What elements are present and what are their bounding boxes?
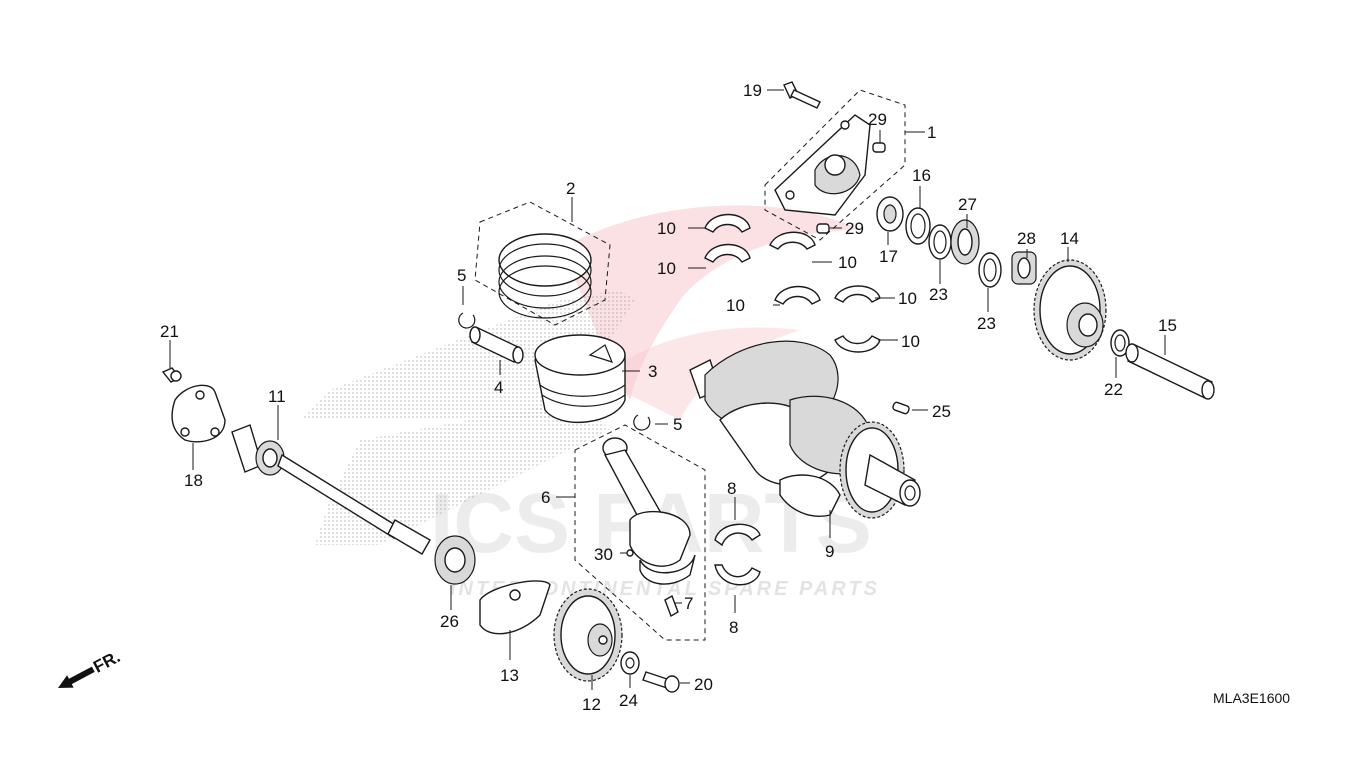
callout-29-upper: 29 bbox=[868, 110, 887, 129]
shaft-11 bbox=[231, 424, 431, 555]
callout-numbers: 1 2 3 4 5 5 6 7 8 8 9 10 10 10 10 10 10 … bbox=[160, 81, 1177, 714]
callout-8-upper: 8 bbox=[727, 479, 736, 498]
bearing-10-b bbox=[704, 243, 751, 263]
callout-19: 19 bbox=[743, 81, 762, 100]
washer-23-b bbox=[978, 252, 1002, 288]
shaft-15 bbox=[1125, 343, 1215, 400]
callout-15: 15 bbox=[1158, 316, 1177, 335]
front-arrow-icon bbox=[58, 666, 95, 688]
piston-pin bbox=[469, 326, 524, 364]
callout-10-e: 10 bbox=[898, 289, 917, 308]
gasket-18 bbox=[171, 384, 226, 443]
callout-23-b: 23 bbox=[977, 314, 996, 333]
main-bearing-8-lower bbox=[714, 564, 761, 586]
callout-14: 14 bbox=[1060, 229, 1079, 248]
callout-10-d: 10 bbox=[726, 296, 745, 315]
plate-13 bbox=[479, 580, 551, 635]
callout-25: 25 bbox=[932, 402, 951, 421]
callout-10-f: 10 bbox=[901, 332, 920, 351]
dowel-pin-29-lower bbox=[816, 223, 830, 234]
callout-11: 11 bbox=[268, 387, 286, 406]
watermark-tagline: INTERCONTINENTAL SPARE PARTS bbox=[450, 578, 880, 600]
callout-18: 18 bbox=[184, 471, 203, 490]
bearing-10-e bbox=[834, 285, 881, 303]
piston-pin-clip-lower bbox=[633, 414, 651, 431]
callout-10-a: 10 bbox=[657, 219, 676, 238]
washer-23-a bbox=[928, 224, 952, 260]
dowel-pin-29-upper bbox=[872, 142, 886, 153]
callout-4: 4 bbox=[494, 378, 503, 397]
callout-26: 26 bbox=[440, 612, 459, 631]
callout-10-b: 10 bbox=[657, 259, 676, 278]
callout-8-lower: 8 bbox=[729, 618, 738, 637]
callout-7: 7 bbox=[684, 594, 693, 613]
bolt-21 bbox=[161, 367, 182, 383]
gear-14 bbox=[1033, 259, 1107, 361]
bearing-10-d bbox=[774, 285, 821, 305]
callout-27: 27 bbox=[958, 195, 977, 214]
callout-28: 28 bbox=[1017, 229, 1036, 248]
piston-pin-clip-upper bbox=[458, 312, 476, 329]
callout-12: 12 bbox=[582, 695, 601, 714]
callout-24: 24 bbox=[619, 691, 638, 710]
front-marker: FR. bbox=[58, 647, 123, 688]
bolt-19 bbox=[783, 81, 821, 109]
washer-16 bbox=[905, 207, 931, 245]
callout-21: 21 bbox=[160, 322, 179, 341]
callout-13: 13 bbox=[500, 666, 519, 685]
needle-bearing-28 bbox=[1011, 251, 1037, 285]
callout-3: 3 bbox=[648, 362, 657, 381]
diagram-code: MLA3E1600 bbox=[1213, 690, 1290, 706]
piston-ring-set bbox=[474, 201, 611, 326]
callout-20: 20 bbox=[694, 675, 713, 694]
callout-23-a: 23 bbox=[929, 285, 948, 304]
gear-12 bbox=[553, 588, 623, 682]
callout-1: 1 bbox=[927, 123, 936, 142]
dotted-trail-lower bbox=[315, 400, 610, 545]
callout-22: 22 bbox=[1104, 380, 1123, 399]
front-marker-label: FR. bbox=[90, 647, 123, 677]
callout-5-upper: 5 bbox=[457, 266, 466, 285]
bearing-10-f bbox=[834, 335, 881, 353]
callout-17: 17 bbox=[879, 247, 898, 266]
connecting-rod bbox=[574, 424, 706, 641]
callout-16: 16 bbox=[912, 166, 931, 185]
callout-6: 6 bbox=[541, 488, 550, 507]
callout-9: 9 bbox=[825, 542, 834, 561]
piston bbox=[534, 334, 626, 423]
bearing-26 bbox=[434, 535, 476, 585]
watermark-swoosh-icon bbox=[560, 205, 860, 400]
callout-30: 30 bbox=[594, 545, 613, 564]
leader-lines bbox=[169, 89, 1166, 690]
callout-5-lower: 5 bbox=[673, 415, 682, 434]
bearing-10-a bbox=[704, 213, 751, 233]
key-25 bbox=[892, 401, 910, 415]
bolt-20 bbox=[642, 671, 680, 693]
washer-22 bbox=[1110, 329, 1130, 357]
main-bearing-8-upper bbox=[714, 523, 761, 547]
needle-bearing-27 bbox=[950, 219, 980, 265]
bearing-10-c bbox=[769, 231, 816, 250]
callout-2: 2 bbox=[566, 179, 575, 198]
washer-24 bbox=[620, 651, 640, 675]
crankshaft-9 bbox=[689, 340, 921, 519]
callout-29-lower: 29 bbox=[845, 219, 864, 238]
bearing-17 bbox=[876, 196, 904, 232]
oil-pump-cover bbox=[764, 89, 906, 241]
callout-10-c: 10 bbox=[838, 253, 857, 272]
